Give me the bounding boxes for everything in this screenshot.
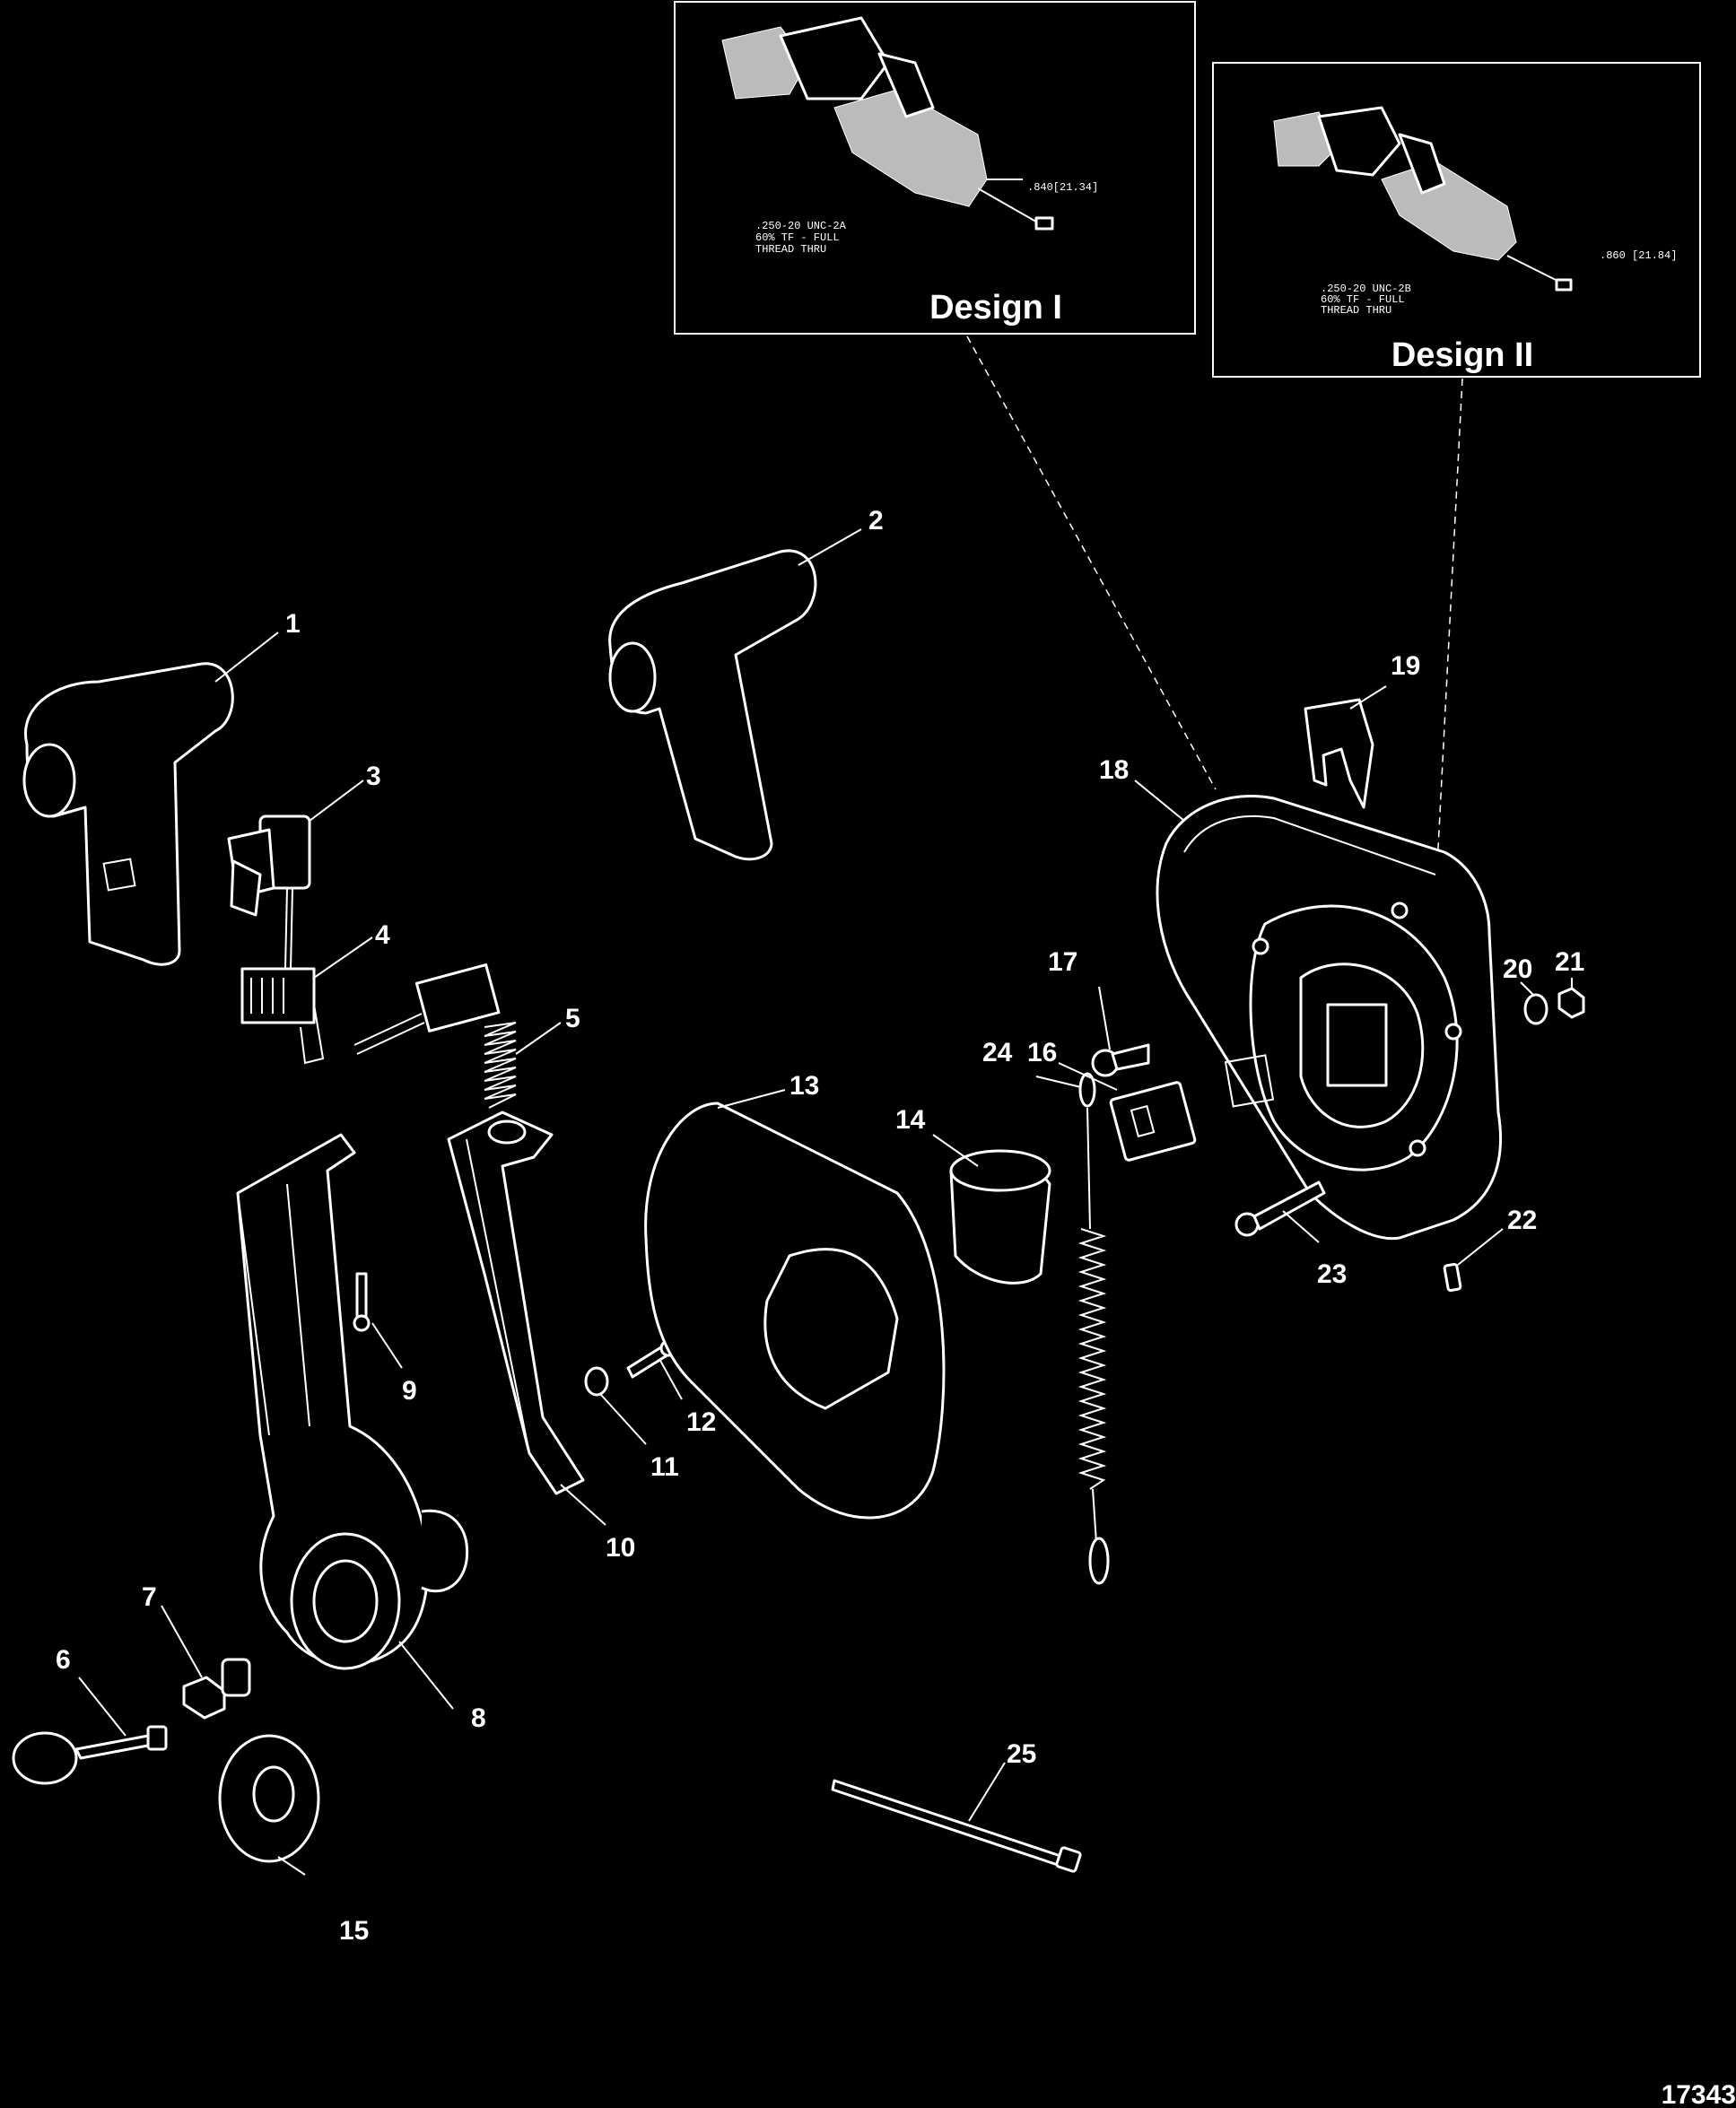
inset-design-1: .840[21.34] .250-20 UNC-2A 60% TF - FULL… bbox=[674, 1, 1196, 335]
callout-6: 6 bbox=[56, 1645, 71, 1675]
callout-1: 1 bbox=[285, 609, 301, 639]
callout-2: 2 bbox=[868, 506, 884, 536]
figure-number: 17343 bbox=[1662, 2080, 1736, 2108]
design-1-dimension: .840[21.34] bbox=[1027, 181, 1098, 194]
inset-design-2-frame bbox=[1212, 62, 1701, 378]
part-22-set-screw bbox=[1443, 1262, 1462, 1293]
part-7-nut bbox=[182, 1658, 251, 1720]
callout-4: 4 bbox=[375, 920, 390, 950]
callout-10: 10 bbox=[606, 1533, 635, 1563]
leader-lines bbox=[78, 528, 1573, 1876]
part-23-bolt bbox=[1234, 1180, 1326, 1237]
callout-16: 16 bbox=[1027, 1038, 1057, 1067]
inset-design-2: .860 [21.84] .250-20 UNC-2B 60% TF - FUL… bbox=[1212, 62, 1701, 378]
callout-12: 12 bbox=[686, 1407, 716, 1437]
callout-13: 13 bbox=[789, 1071, 819, 1101]
part-8-control-arm bbox=[236, 1133, 469, 1670]
inset-design-1-frame bbox=[674, 1, 1196, 335]
callout-22: 22 bbox=[1507, 1206, 1537, 1235]
part-4-wire-harness bbox=[240, 887, 501, 1065]
callout-25: 25 bbox=[1007, 1739, 1036, 1769]
design-2-cross-section bbox=[1273, 106, 1573, 292]
part-3-switch bbox=[227, 814, 311, 917]
callout-numbers: 1 2 3 4 5 6 7 8 9 10 11 12 13 14 15 16 1… bbox=[56, 506, 1584, 1946]
part-9-screw bbox=[353, 1272, 371, 1332]
callout-5: 5 bbox=[565, 1004, 580, 1033]
design-2-note-line-2: 60% TF - FULL bbox=[1321, 293, 1405, 306]
design-2-note-line-1: .250-20 UNC-2B bbox=[1321, 283, 1411, 295]
callout-11: 11 bbox=[650, 1452, 679, 1482]
part-5-spring bbox=[484, 1022, 517, 1109]
part-1-handle bbox=[22, 662, 234, 966]
design-1-reference-line bbox=[966, 335, 1217, 790]
design-1-note-line-3: THREAD THRU bbox=[755, 243, 826, 256]
design-2-dimension: .860 [21.84] bbox=[1600, 249, 1677, 262]
part-14-bushing bbox=[949, 1149, 1051, 1285]
part-16-connector bbox=[1109, 1081, 1197, 1162]
part-10-lever-bracket bbox=[447, 1111, 585, 1495]
part-18-housing bbox=[1156, 794, 1503, 1241]
callout-23: 23 bbox=[1317, 1259, 1347, 1289]
callout-21: 21 bbox=[1555, 947, 1584, 977]
callout-3: 3 bbox=[366, 762, 381, 791]
design-2-note-line-3: THREAD THRU bbox=[1321, 304, 1391, 317]
callout-15: 15 bbox=[339, 1916, 369, 1946]
part-13-cover-plate bbox=[644, 1102, 946, 1520]
part-21-nut bbox=[1557, 987, 1585, 1019]
callout-24: 24 bbox=[982, 1038, 1013, 1067]
part-2-handle bbox=[608, 549, 817, 861]
callout-9: 9 bbox=[402, 1376, 417, 1406]
design-1-title: Design I bbox=[929, 289, 1062, 327]
part-20-washer bbox=[1523, 993, 1548, 1025]
design-1-note-line-2: 60% TF - FULL bbox=[755, 231, 840, 244]
part-17-bolt bbox=[1091, 1043, 1150, 1077]
part-6-knob bbox=[12, 1725, 168, 1785]
callout-18: 18 bbox=[1099, 755, 1129, 785]
callout-19: 19 bbox=[1391, 651, 1420, 681]
design-1-note-line-1: .250-20 UNC-2A bbox=[755, 220, 847, 232]
part-15-washer bbox=[218, 1734, 320, 1863]
part-11-washer bbox=[584, 1366, 609, 1397]
callout-7: 7 bbox=[142, 1582, 157, 1612]
callout-14: 14 bbox=[895, 1105, 926, 1135]
design-1-cross-section bbox=[721, 16, 1054, 231]
part-25-cable-tie bbox=[831, 1779, 1082, 1873]
callout-8: 8 bbox=[471, 1703, 486, 1733]
part-19-clip bbox=[1304, 698, 1374, 809]
part-24-cable bbox=[1077, 1072, 1110, 1585]
design-2-title: Design II bbox=[1391, 336, 1533, 374]
callout-20: 20 bbox=[1503, 954, 1532, 984]
design-2-reference-line bbox=[1436, 378, 1463, 867]
callout-17: 17 bbox=[1048, 947, 1077, 977]
